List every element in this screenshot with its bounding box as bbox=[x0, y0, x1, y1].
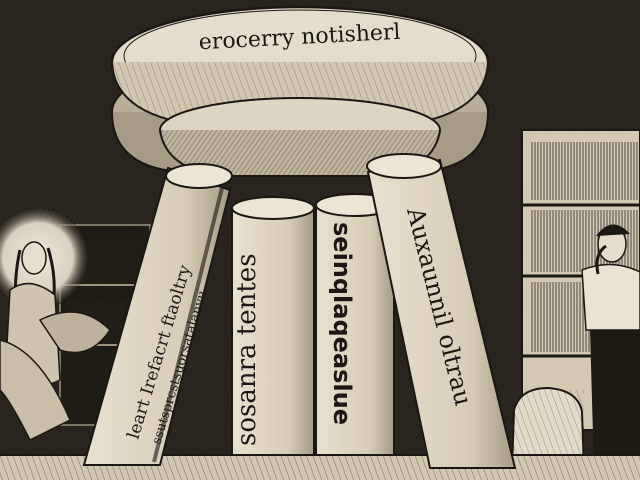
pillar-right bbox=[366, 153, 517, 469]
pillar-center-left bbox=[231, 196, 315, 456]
haloed-figure bbox=[0, 207, 111, 442]
pillar-left bbox=[82, 163, 233, 466]
pillar-center-right-lettering: seinqlaqeaslue bbox=[328, 222, 356, 425]
round-tabletop bbox=[110, 5, 490, 177]
standing-man bbox=[581, 224, 640, 470]
pillar-center-left-lettering: sosanra tentes bbox=[232, 253, 262, 446]
pillar-center-right bbox=[315, 193, 395, 456]
